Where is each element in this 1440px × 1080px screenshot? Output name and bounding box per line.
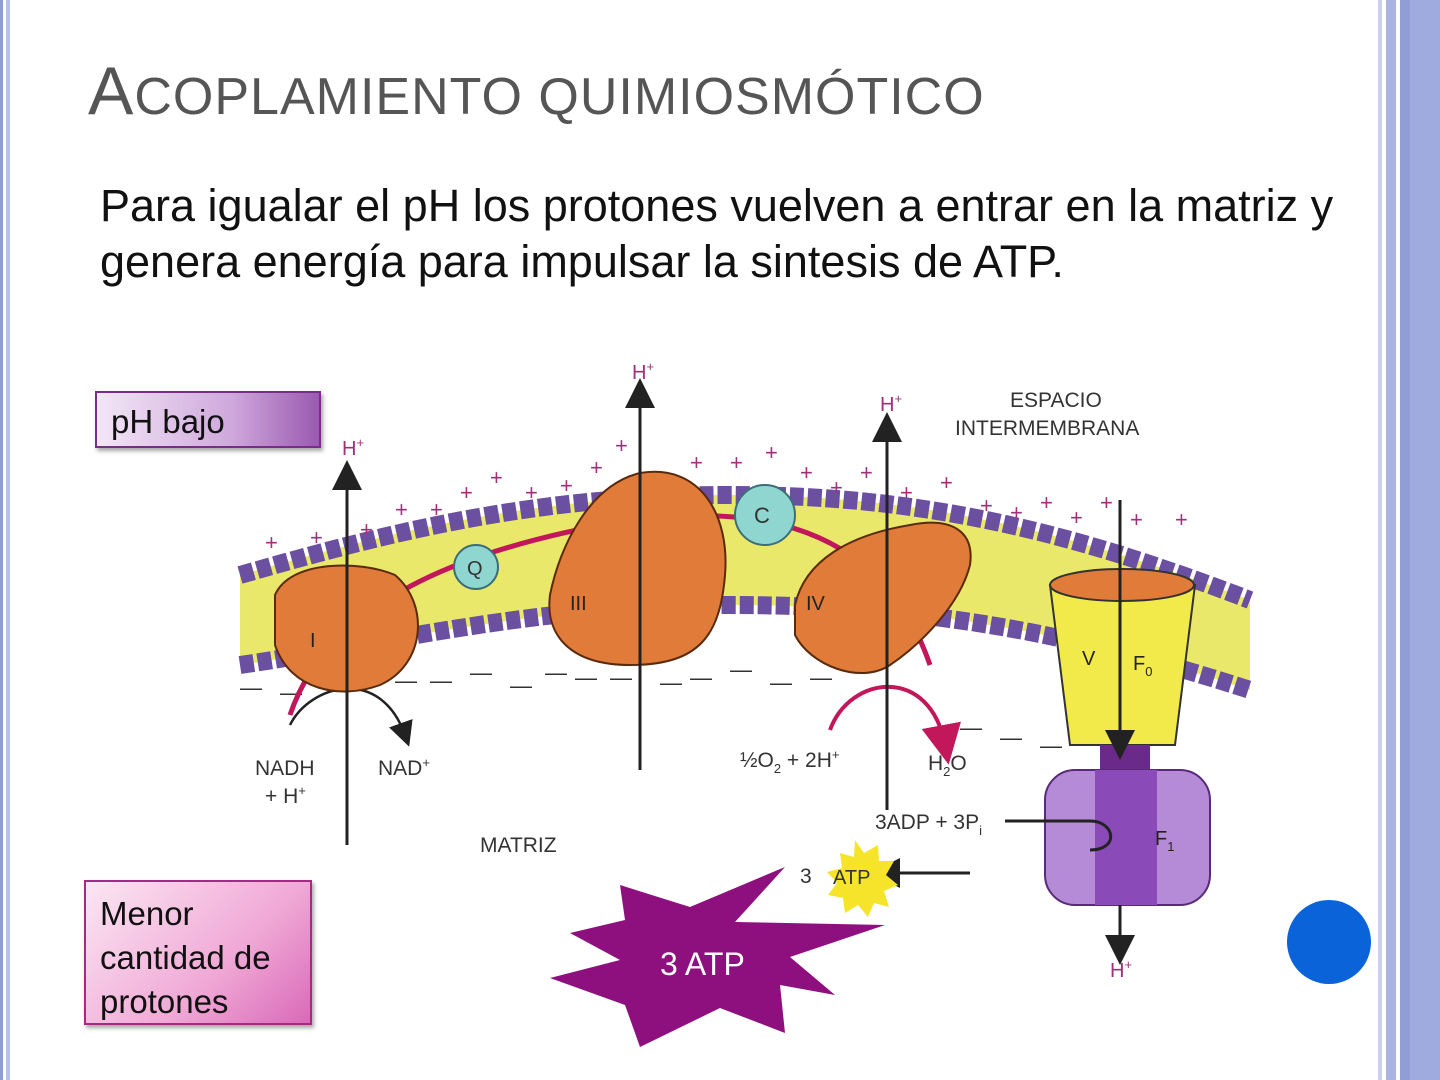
svg-text:—: —: [810, 665, 832, 690]
svg-text:+: +: [980, 493, 993, 518]
svg-text:—: —: [430, 668, 452, 693]
ph-low-label: pH bajo: [111, 403, 225, 440]
svg-text:III: III: [570, 593, 587, 615]
h2o-arrow: [828, 684, 961, 765]
svg-text:Q: Q: [467, 558, 483, 580]
svg-text:I: I: [310, 630, 316, 652]
svg-text:+: +: [690, 450, 703, 475]
svg-text:+: +: [590, 455, 603, 480]
svg-text:+: +: [940, 470, 953, 495]
svg-text:+: +: [560, 473, 573, 498]
svg-text:V: V: [1082, 648, 1096, 670]
svg-text:+: +: [1175, 507, 1188, 532]
svg-text:+ H+: + H+: [265, 783, 306, 808]
svg-text:—: —: [660, 670, 682, 695]
fewer-protons-label: Menor cantidad de protones: [100, 895, 271, 1020]
positive-charges: + + + + + + + + + + + + + + + + + + + + + + + + + +: [265, 433, 1188, 555]
svg-text:—: —: [240, 675, 262, 700]
svg-text:+: +: [830, 475, 843, 500]
svg-text:+: +: [395, 497, 408, 522]
negative-charges: ——— ——— ——— ——— ——— ——: [240, 657, 1062, 758]
atp-synthase-f1: F1: [1044, 745, 1211, 906]
svg-text:—: —: [690, 665, 712, 690]
svg-text:H2O: H2O: [928, 752, 967, 779]
slide-body-text: Para igualar el pH los protones vuelven …: [100, 180, 1334, 287]
h-plus-labels: H+ H+ H+ H+: [342, 359, 1132, 982]
inner-membrane: [237, 485, 1254, 699]
svg-text:+: +: [765, 440, 778, 465]
left-border-decoration: [0, 0, 14, 1080]
svg-text:+: +: [525, 480, 538, 505]
svg-text:—: —: [510, 673, 532, 698]
svg-text:+: +: [265, 530, 278, 555]
slide-title: ACOPLAMIENTO QUIMIOSMÓTICO: [88, 53, 985, 129]
diagram-labels: ESPACIO INTERMEMBRANA NADH + H+ NAD+ ½O2…: [255, 389, 1139, 888]
svg-text:ESPACIO: ESPACIO: [1010, 389, 1102, 412]
complex-4: IV: [794, 521, 972, 674]
svg-text:—: —: [770, 670, 792, 695]
svg-text:—: —: [395, 668, 417, 693]
cytochrome-c: C: [734, 484, 796, 546]
right-border-decoration: [1374, 0, 1440, 1080]
svg-text:—: —: [1000, 725, 1022, 750]
blue-circle-decoration: [1287, 900, 1371, 984]
svg-text:+: +: [1130, 507, 1143, 532]
svg-text:+: +: [1070, 505, 1083, 530]
ph-low-callout: pH bajo: [95, 391, 321, 448]
svg-text:H+: H+: [632, 359, 654, 384]
ubiquinone-q: Q: [453, 544, 499, 590]
svg-text:+: +: [1040, 490, 1053, 515]
svg-text:—: —: [960, 715, 982, 740]
svg-text:—: —: [1040, 733, 1062, 758]
svg-text:3 ATP: 3 ATP: [660, 946, 745, 982]
svg-text:—: —: [545, 660, 567, 685]
svg-text:H+: H+: [1110, 957, 1132, 982]
svg-text:+: +: [1010, 500, 1023, 525]
svg-text:+: +: [615, 433, 628, 458]
atp-synthase-f0: V F0: [1048, 568, 1197, 746]
atp-product: ATP: [827, 840, 898, 917]
svg-text:H+: H+: [880, 391, 902, 416]
svg-text:+: +: [730, 450, 743, 475]
svg-text:—: —: [575, 665, 597, 690]
svg-text:+: +: [1100, 490, 1113, 515]
svg-text:INTERMEMBRANA: INTERMEMBRANA: [955, 417, 1139, 440]
svg-text:ATP: ATP: [833, 867, 870, 889]
svg-text:3ADP + 3Pi: 3ADP + 3Pi: [875, 811, 982, 838]
svg-text:+: +: [800, 460, 813, 485]
svg-text:—: —: [730, 657, 752, 682]
chemiosmosis-diagram: + + + + + + + + + + + + + + + + + + + + + + + + + + — — — —…: [237, 359, 1254, 1047]
svg-text:NADH: NADH: [255, 757, 315, 780]
svg-text:+: +: [490, 465, 503, 490]
svg-text:F0: F0: [1133, 653, 1152, 679]
svg-text:MATRIZ: MATRIZ: [480, 834, 557, 857]
svg-text:F1: F1: [1155, 828, 1174, 854]
svg-text:+: +: [310, 525, 323, 550]
svg-text:NAD+: NAD+: [378, 755, 430, 780]
svg-text:—: —: [610, 665, 632, 690]
svg-text:+: +: [860, 460, 873, 485]
svg-text:H+: H+: [342, 435, 364, 460]
fewer-protons-callout: Menor cantidad de protones: [84, 880, 312, 1025]
proton-arrows: [332, 378, 1135, 965]
svg-text:+: +: [460, 480, 473, 505]
svg-text:+: +: [430, 497, 443, 522]
svg-text:3: 3: [800, 865, 812, 888]
svg-text:—: —: [470, 660, 492, 685]
svg-text:C: C: [754, 503, 770, 528]
svg-text:+: +: [900, 480, 913, 505]
svg-text:+: +: [360, 517, 373, 542]
complex-3: III: [548, 470, 727, 667]
svg-text:½O2 + 2H+: ½O2 + 2H+: [740, 747, 839, 776]
atp-burst: 3 ATP: [550, 867, 885, 1047]
svg-text:IV: IV: [806, 593, 826, 615]
